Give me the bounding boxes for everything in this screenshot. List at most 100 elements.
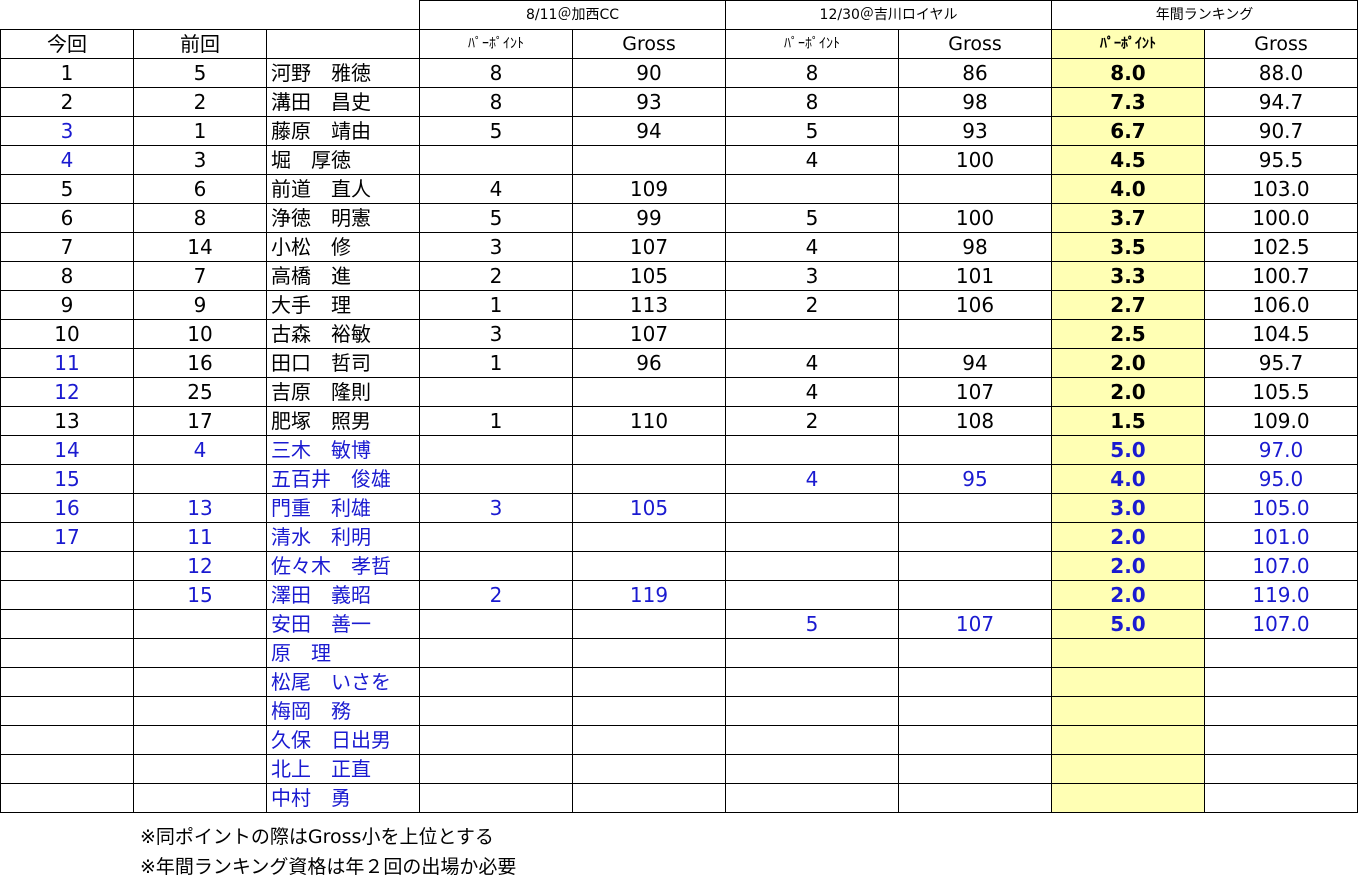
event-1-par-point-cell: [419, 696, 573, 726]
event-1-par-point-cell: [419, 609, 573, 639]
previous-rank-cell: 9: [133, 290, 267, 320]
player-name-cell: 高橋 進: [266, 261, 420, 291]
annual-par-point-header: ﾊﾟｰﾎﾟｲﾝﾄ: [1051, 29, 1205, 59]
annual-gross-cell: 105.0: [1204, 493, 1358, 523]
event-2-gross-cell: [898, 580, 1052, 610]
event-2-gross-cell: 101: [898, 261, 1052, 291]
event-2-gross-header: Gross: [898, 29, 1052, 59]
event-2-par-point-cell: 8: [725, 87, 899, 117]
event-1-par-point-cell: [419, 725, 573, 755]
annual-ranking-header: 年間ランキング: [1051, 0, 1358, 30]
annual-par-point-cell: 3.7: [1051, 203, 1205, 233]
annual-par-point-cell: 6.7: [1051, 116, 1205, 146]
current-rank-cell: 8: [0, 261, 134, 291]
event-1-par-point-cell: 3: [419, 232, 573, 262]
player-name-cell: 吉原 隆則: [266, 377, 420, 407]
event-1-par-point-cell: [419, 522, 573, 552]
notes: ※同ポイントの際はGross小を上位とする ※年間ランキング資格は年２回の出場か…: [140, 822, 516, 882]
current-rank-cell: 4: [0, 145, 134, 175]
event-1-par-point-cell: 5: [419, 203, 573, 233]
event-1-gross-cell: [572, 464, 726, 494]
event-2-gross-cell: [898, 493, 1052, 523]
annual-par-point-cell: 4.0: [1051, 464, 1205, 494]
annual-gross-cell: 88.0: [1204, 58, 1358, 88]
event-2-par-point-cell: 3: [725, 261, 899, 291]
event-2-gross-cell: [898, 638, 1052, 668]
event-2-par-point-cell: [725, 754, 899, 784]
event-1-par-point-cell: [419, 377, 573, 407]
previous-rank-cell: [133, 696, 267, 726]
event-2-gross-cell: [898, 522, 1052, 552]
event-2-par-point-cell: 5: [725, 203, 899, 233]
current-rank-cell: 1: [0, 58, 134, 88]
event-1-gross-cell: [572, 522, 726, 552]
event-2-gross-cell: 100: [898, 145, 1052, 175]
event-1-gross-cell: 107: [572, 319, 726, 349]
event-2-par-point-cell: [725, 319, 899, 349]
annual-par-point-cell: 2.0: [1051, 522, 1205, 552]
previous-rank-cell: 15: [133, 580, 267, 610]
current-rank-cell: 3: [0, 116, 134, 146]
annual-gross-cell: [1204, 638, 1358, 668]
previous-rank-cell: [133, 667, 267, 697]
event-1-par-point-cell: [419, 464, 573, 494]
player-name-cell: 原 理: [266, 638, 420, 668]
event-1-gross-cell: 96: [572, 348, 726, 378]
event-2-par-point-cell: [725, 493, 899, 523]
annual-par-point-cell: 2.0: [1051, 580, 1205, 610]
event-2-gross-cell: 86: [898, 58, 1052, 88]
player-name-cell: 五百井 俊雄: [266, 464, 420, 494]
previous-rank-cell: [133, 609, 267, 639]
note-qualification: ※年間ランキング資格は年２回の出場か必要: [140, 856, 517, 878]
event-2-par-point-cell: [725, 783, 899, 813]
previous-rank-cell: 6: [133, 174, 267, 204]
blank-cell: [1, 1, 134, 30]
event-1-gross-cell: 110: [572, 406, 726, 436]
current-rank-cell: [0, 609, 134, 639]
event-1-gross-cell: 93: [572, 87, 726, 117]
event-2-gross-cell: [898, 783, 1052, 813]
table-row: 原 理: [0, 638, 1358, 668]
event-2-gross-cell: [898, 319, 1052, 349]
event-2-par-point-cell: 4: [725, 145, 899, 175]
current-rank-cell: [0, 551, 134, 581]
annual-par-point-cell: [1051, 696, 1205, 726]
previous-rank-cell: 3: [133, 145, 267, 175]
event-2-header: 12/30＠吉川ロイヤル: [725, 0, 1052, 30]
previous-rank-cell: 10: [133, 319, 267, 349]
event-2-par-point-cell: 2: [725, 290, 899, 320]
event-1-par-point-cell: 8: [419, 58, 573, 88]
player-name-cell: 前道 直人: [266, 174, 420, 204]
player-name-cell: 堀 厚徳: [266, 145, 420, 175]
event-1-par-point-cell: [419, 638, 573, 668]
event-1-par-point-cell: [419, 667, 573, 697]
table-row: 北上 正直: [0, 754, 1358, 784]
current-rank-cell: 17: [0, 522, 134, 552]
player-name-cell: 田口 哲司: [266, 348, 420, 378]
current-rank-cell: 12: [0, 377, 134, 407]
event-2-gross-cell: [898, 435, 1052, 465]
previous-rank-cell: 13: [133, 493, 267, 523]
player-name-cell: 藤原 靖由: [266, 116, 420, 146]
event-2-gross-cell: [898, 174, 1052, 204]
previous-rank-cell: 4: [133, 435, 267, 465]
event-2-par-point-cell: [725, 522, 899, 552]
annual-par-point-cell: 1.5: [1051, 406, 1205, 436]
annual-par-point-cell: [1051, 638, 1205, 668]
annual-gross-cell: 103.0: [1204, 174, 1358, 204]
annual-gross-cell: 100.7: [1204, 261, 1358, 291]
player-name-cell: 門重 利雄: [266, 493, 420, 523]
current-rank-cell: [0, 580, 134, 610]
event-1-header: 8/11＠加西CC: [419, 0, 726, 30]
event-2-gross-cell: 107: [898, 377, 1052, 407]
event-2-gross-cell: 94: [898, 348, 1052, 378]
